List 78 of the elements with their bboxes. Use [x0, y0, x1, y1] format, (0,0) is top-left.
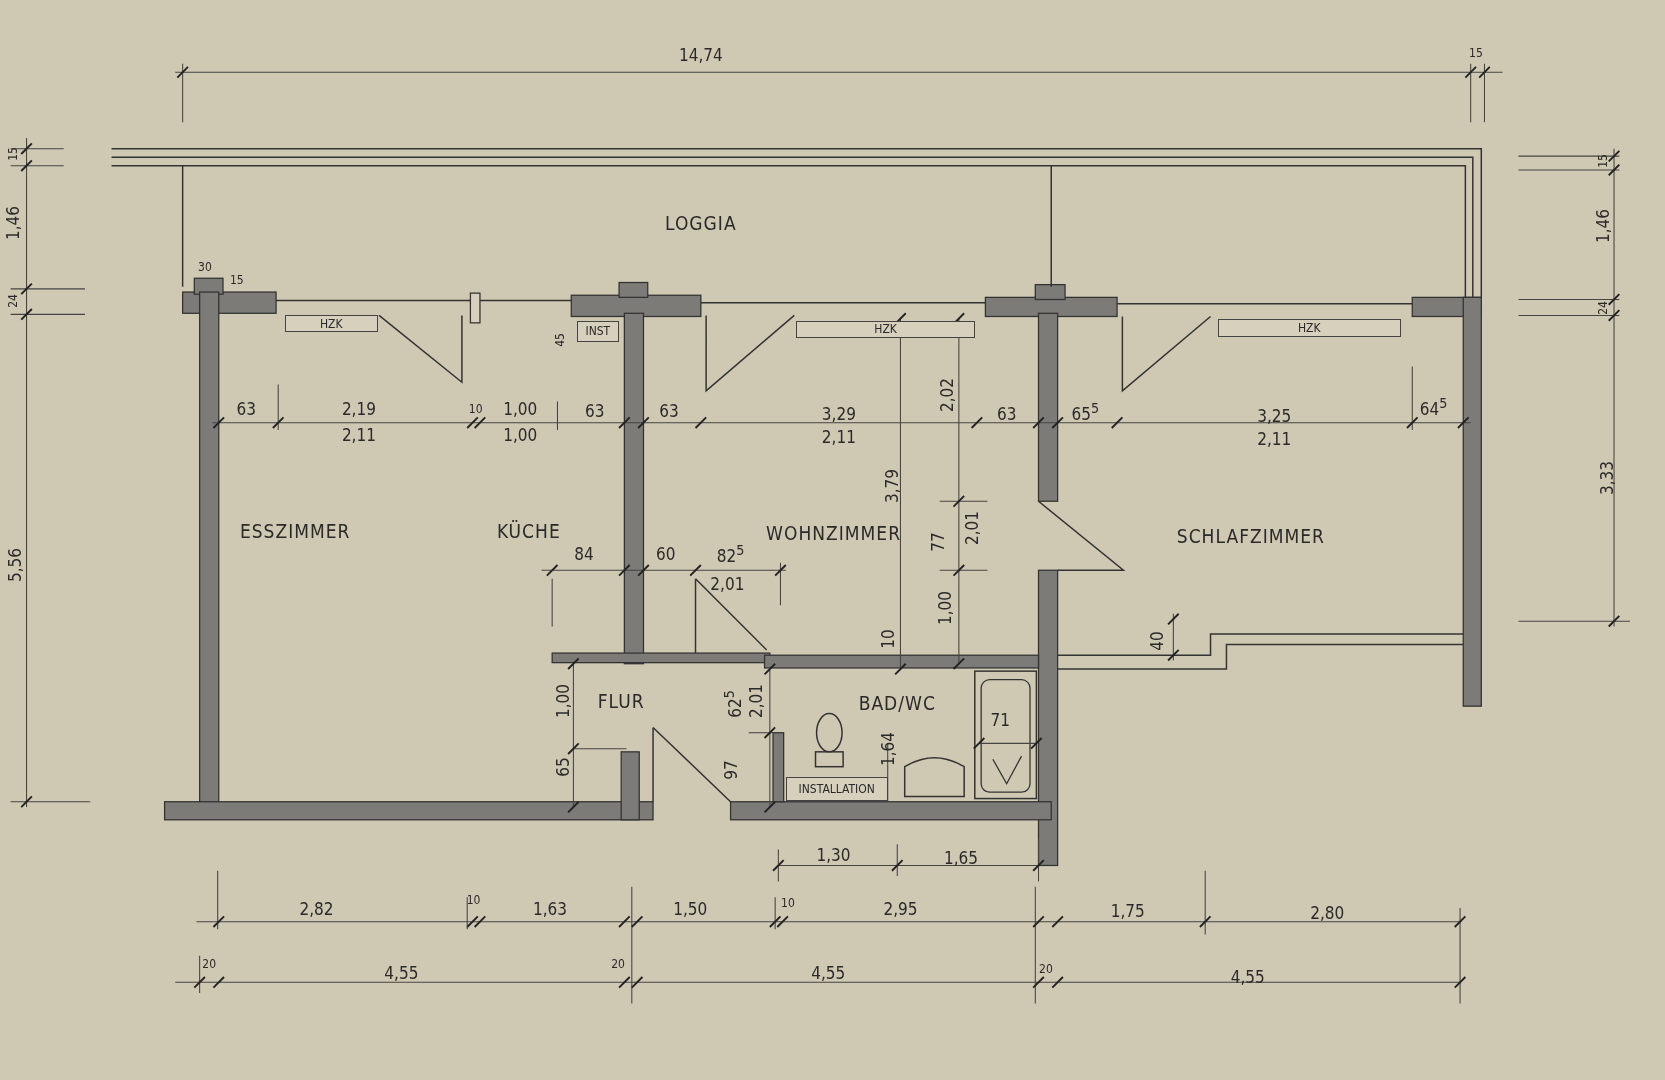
- dimension-label: 4,55: [384, 964, 419, 982]
- room-label: KÜCHE: [496, 521, 561, 541]
- dimension-label: 5,56: [6, 547, 24, 582]
- fixture-box: [576, 320, 620, 342]
- dimension-label: 2,95: [883, 900, 918, 918]
- fixture-box: [785, 777, 888, 801]
- fixture-label: HZK: [1297, 320, 1321, 335]
- dimension-label: 2,19: [341, 400, 376, 418]
- fixture-label: INSTALLATION: [798, 781, 875, 796]
- dimension-label: 10: [879, 629, 897, 649]
- dimension-label: 65: [554, 756, 572, 777]
- dimension-label: 1,75: [1110, 902, 1145, 920]
- dimension-label: 82$^{5}$: [716, 543, 745, 566]
- dimension-label: 84: [574, 545, 594, 563]
- dimension-label: 60: [656, 545, 676, 563]
- fixture-label: HZK: [874, 322, 897, 337]
- fixture-box: [796, 320, 975, 338]
- dimension-label: 64$^{5}$: [1419, 395, 1448, 418]
- dimension-label: 15: [229, 274, 244, 287]
- dimension-label: 1,00: [503, 400, 538, 418]
- dimension-label: 3,79: [883, 469, 901, 504]
- dimension-label: 1,65: [943, 849, 978, 867]
- room-label: BAD/WC: [858, 693, 936, 713]
- dimension-label: 2,80: [1310, 904, 1345, 922]
- dimension-label: 20: [1039, 963, 1053, 976]
- fixture-box: [284, 315, 378, 333]
- dimension-label: 63: [236, 400, 257, 418]
- dimension-label: 2,11: [1257, 430, 1292, 448]
- dimension-label: 30: [198, 260, 212, 273]
- dimension-label: 2,01: [963, 510, 981, 545]
- dimension-label: 1,00: [503, 426, 538, 444]
- dimension-label: 14,74: [678, 46, 723, 64]
- room-label: ESSZIMMER: [239, 521, 351, 541]
- dimension-label: 24: [1597, 301, 1610, 315]
- dimension-label: 65$^{5}$: [1071, 401, 1099, 423]
- dimension-label: 4,55: [811, 964, 846, 982]
- dimension-label: 15: [1469, 47, 1483, 60]
- room-label: LOGGIA: [665, 213, 737, 233]
- dimension-label: 1,63: [533, 900, 568, 918]
- dimension-label: 4,55: [1230, 968, 1265, 986]
- dimension-label: 1,64: [879, 731, 897, 766]
- dimension-label: 20: [611, 958, 625, 971]
- dimension-label: 40: [1148, 631, 1166, 652]
- dimension-label: 77: [929, 531, 947, 552]
- dimension-label: 71: [990, 711, 1010, 729]
- dimension-label: 1,46: [1594, 209, 1612, 244]
- dimension-label: 2,01: [710, 575, 745, 593]
- dimension-label: 10: [468, 402, 483, 415]
- dimension-label: 3,29: [821, 405, 856, 423]
- dimension-label: 20: [202, 958, 217, 971]
- room-label: WOHNZIMMER: [766, 523, 901, 543]
- dimension-label: 97: [722, 760, 740, 780]
- dimension-label: 10: [466, 894, 481, 907]
- dimension-label: 2,11: [341, 426, 376, 444]
- dimension-label: 15: [1597, 154, 1610, 169]
- fixture-box: [1217, 318, 1401, 337]
- dimension-label: 2,01: [747, 683, 765, 718]
- dimension-label: 2,11: [821, 429, 856, 446]
- dimension-label: 3,33: [1598, 460, 1616, 495]
- dimension-label: 10: [781, 896, 795, 909]
- dimension-label: 63: [996, 405, 1017, 423]
- dimension-label: 2,82: [299, 900, 334, 918]
- room-label: FLUR: [597, 691, 645, 711]
- dimension-label: 45: [553, 332, 566, 347]
- dimension-label: 1,30: [816, 846, 851, 864]
- fixture-label: INST: [585, 324, 611, 339]
- dimension-label: 63: [659, 402, 679, 420]
- fixture-label: HZK: [320, 316, 343, 331]
- dimension-label: 15: [6, 147, 19, 161]
- dimension-label: 63: [584, 402, 605, 420]
- dimension-label: 1,00: [936, 591, 954, 626]
- room-label: SCHLAFZIMMER: [1176, 526, 1325, 546]
- dimension-label: 3,25: [1257, 407, 1292, 425]
- dimension-label: 1,50: [673, 900, 708, 918]
- dimension-label: 2,02: [938, 378, 956, 412]
- dimension-label: 1,46: [4, 205, 22, 240]
- dimension-label: 1,00: [554, 683, 572, 718]
- dimension-label: 24: [6, 293, 19, 308]
